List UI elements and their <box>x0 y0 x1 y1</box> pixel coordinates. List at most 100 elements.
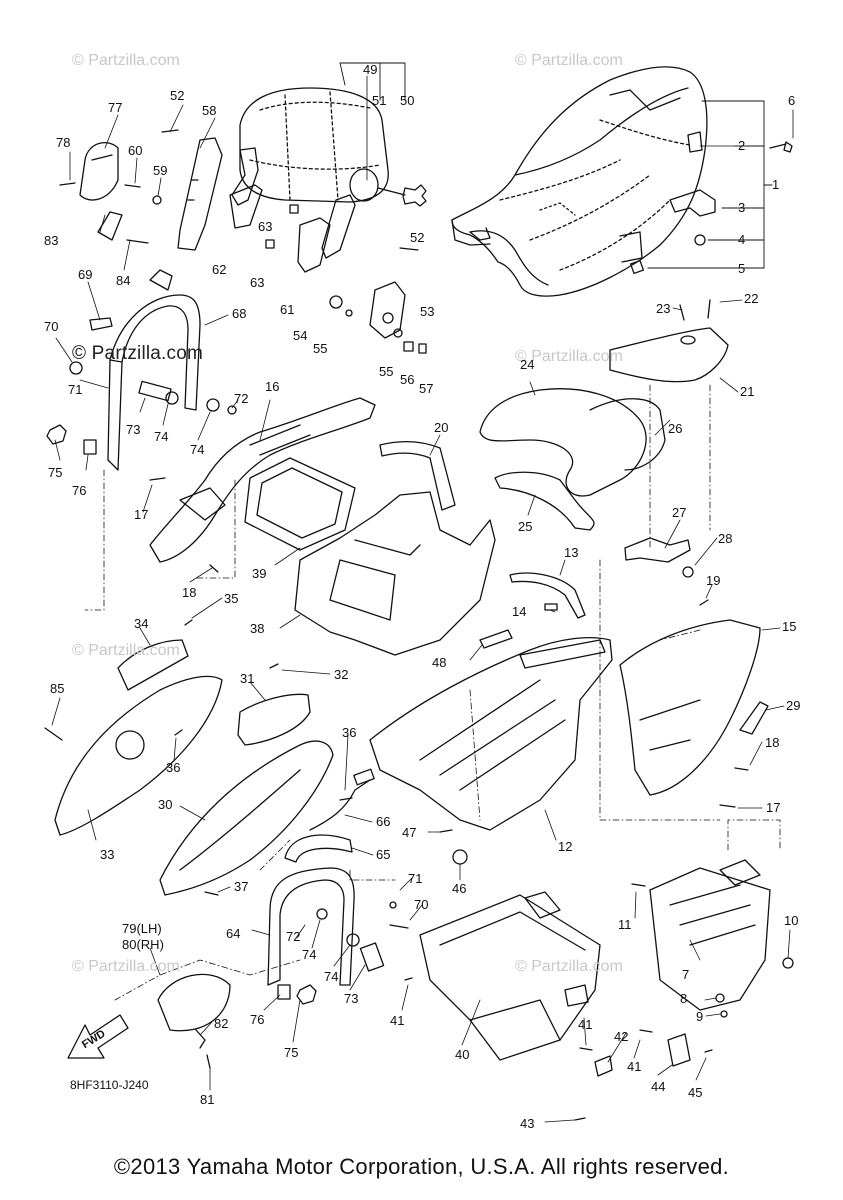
callout-81: 81 <box>200 1092 215 1107</box>
bolt-52b <box>399 247 419 251</box>
callout-30: 30 <box>158 797 173 812</box>
clamp-42 <box>594 1055 613 1077</box>
callout-52: 52 <box>410 230 425 245</box>
under-tray-12 <box>369 637 613 831</box>
callout-70: 70 <box>414 897 429 912</box>
bolt-84 <box>126 239 149 244</box>
backrest-stay <box>231 147 259 206</box>
seal-39 <box>244 457 356 551</box>
bracket-62 <box>229 184 263 229</box>
callout-28: 28 <box>718 531 733 546</box>
callout-11: 11 <box>618 917 632 932</box>
callout-51: 51 <box>372 93 387 108</box>
bolt-70b <box>389 924 409 929</box>
callout-bracket-49 <box>339 62 406 101</box>
label-69 <box>89 317 113 331</box>
callout-57: 57 <box>419 381 434 396</box>
callout-65: 65 <box>376 847 391 862</box>
washer-59 <box>152 195 162 205</box>
washer-9 <box>720 1010 728 1018</box>
callout-76: 76 <box>250 1012 265 1027</box>
callout-10: 10 <box>784 913 799 928</box>
callout-84: 84 <box>116 273 131 288</box>
screw-36a <box>174 729 183 736</box>
watermark: © Partzilla.com <box>515 958 623 975</box>
assembly-guide-lines <box>84 384 781 1001</box>
callout-24: 24 <box>520 357 535 372</box>
callout-41: 41 <box>578 1017 593 1032</box>
watermark-strong: © Partzilla.com <box>72 343 204 364</box>
callout-48: 48 <box>432 655 447 670</box>
callout-41: 41 <box>627 1059 642 1074</box>
rivet-18a <box>209 564 219 573</box>
nut-drawing <box>694 234 706 246</box>
screw-43 <box>574 1117 586 1121</box>
screw-17b <box>719 804 736 808</box>
clip-drawing <box>629 259 645 275</box>
fwd-arrow <box>67 1014 129 1059</box>
callout-26: 26 <box>668 421 683 436</box>
screw-6-drawing <box>769 141 793 153</box>
callout-73: 73 <box>344 991 359 1006</box>
sub-frame-40 <box>419 894 601 1061</box>
label-48 <box>479 629 513 649</box>
bolt-52a <box>161 129 179 133</box>
callout-74: 74 <box>154 429 169 444</box>
nut-63 <box>289 204 299 214</box>
callout-37: 37 <box>234 879 249 894</box>
bolts-22-23 <box>679 299 711 321</box>
callout-22: 22 <box>744 291 759 306</box>
rear-cover-16 <box>149 397 376 563</box>
callout-61: 61 <box>280 302 295 317</box>
callout-36: 36 <box>166 760 181 775</box>
screw-78 <box>59 182 76 186</box>
bracket-83 <box>97 211 123 241</box>
callout-40: 40 <box>455 1047 470 1062</box>
callout-74: 74 <box>190 442 205 457</box>
callout-6: 6 <box>788 93 796 108</box>
bolt-70a <box>69 361 83 375</box>
callout-14: 14 <box>512 604 527 619</box>
nut-57 <box>418 343 427 354</box>
callout-72: 72 <box>234 391 249 406</box>
callout-83: 83 <box>44 233 59 248</box>
callout-34: 34 <box>134 616 149 631</box>
grommet-46 <box>452 849 468 865</box>
watermark: © Partzilla.com <box>515 348 623 365</box>
bolt-41b <box>579 1047 593 1051</box>
bracket-27 <box>624 537 691 563</box>
seat-bracket-drawing <box>669 189 716 217</box>
rider-seat-drawing <box>451 66 708 297</box>
bolt-41a <box>404 977 413 981</box>
callout-4: 4 <box>738 232 746 247</box>
callout-18: 18 <box>182 585 197 600</box>
callout-75: 75 <box>48 465 63 480</box>
callout-21: 21 <box>740 384 755 399</box>
callout-71: 71 <box>68 382 83 397</box>
callout-59: 59 <box>153 163 168 178</box>
callout-72: 72 <box>286 929 301 944</box>
backrest-arm-58 <box>177 137 223 251</box>
callout-27: 27 <box>672 505 687 520</box>
backrest-drawing <box>239 87 427 207</box>
callout-38: 38 <box>250 621 265 636</box>
wire-66 <box>309 779 371 831</box>
tail-cover-21 <box>609 327 729 383</box>
copyright-notice: ©2013 Yamaha Motor Corporation, U.S.A. A… <box>113 1154 730 1179</box>
watermark: © Partzilla.com <box>515 52 623 69</box>
callout-16: 16 <box>265 379 280 394</box>
grab-bar-64 <box>267 867 355 986</box>
callout-2: 2 <box>738 138 746 153</box>
pad-14 <box>544 603 558 611</box>
callout-63: 63 <box>250 275 265 290</box>
rear-frame-7 <box>649 867 771 1011</box>
callout-70: 70 <box>44 319 59 334</box>
connector-85 <box>44 727 63 741</box>
collar-76a <box>83 439 97 455</box>
callout-19: 19 <box>706 573 721 588</box>
screw-45 <box>704 1049 713 1053</box>
callout-7: 7 <box>682 967 690 982</box>
callout-33: 33 <box>100 847 115 862</box>
callout-15: 15 <box>782 619 797 634</box>
callout-62: 62 <box>212 262 227 277</box>
